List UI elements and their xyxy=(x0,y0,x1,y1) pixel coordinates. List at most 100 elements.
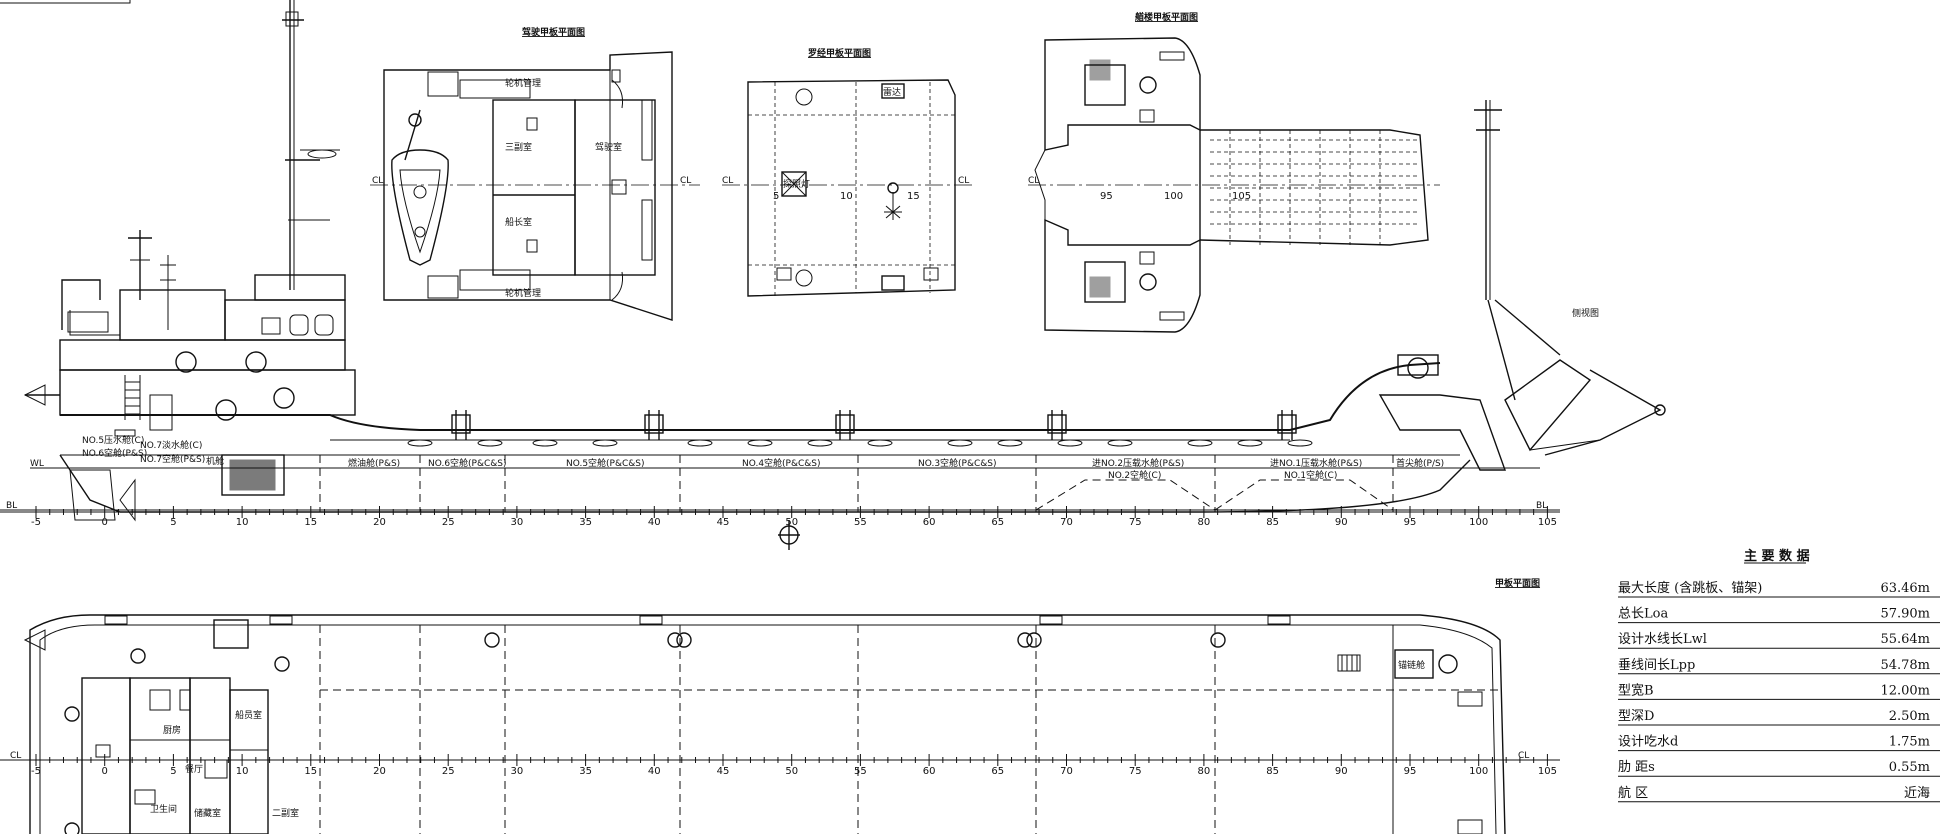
frame-tick: 5 xyxy=(773,191,779,202)
spec-value: 12.00m xyxy=(1880,683,1930,698)
frame-tick: 95 xyxy=(1100,191,1113,202)
room-label: 餐厅 xyxy=(185,763,203,775)
tank-label: NO.7淡水舱(C) xyxy=(140,439,202,451)
tank-label: 首尖舱(P/S) xyxy=(1396,457,1444,469)
room-label: 轮机管理 xyxy=(505,287,541,299)
frame-tick-label: 10 xyxy=(236,517,249,528)
frame-tick-label: 90 xyxy=(1335,517,1348,528)
tank-label: NO.5空舱(P&C&S) xyxy=(566,457,645,469)
frame-tick-label: 95 xyxy=(1404,517,1417,528)
spec-value: 2.50m xyxy=(1889,709,1930,724)
tank-label: NO.6空舱(P&S) xyxy=(82,447,147,459)
cl-label: CL xyxy=(958,176,969,186)
cl-label: CL xyxy=(1028,176,1039,186)
frame-tick-label: 90 xyxy=(1335,766,1348,777)
spec-label: 最大长度 (含跳板、锚架) xyxy=(1618,580,1762,596)
wheelhouse-deck-plan: 驾驶甲板平面图 CL CL 三副室 驾驶室 船长室 轮机管理 轮机管理 xyxy=(370,26,700,321)
frame-tick-label: 15 xyxy=(304,766,317,777)
frame-tick-label: 60 xyxy=(923,766,936,777)
table-title: 主 要 数 据 xyxy=(1744,548,1810,564)
frame-tick-label: 20 xyxy=(373,766,386,777)
tank-label: 进NO.1压载水舱(P&S) xyxy=(1270,457,1362,469)
tank-label: NO.7空舱(P&S) xyxy=(140,453,205,465)
tank-label: NO.6空舱(P&C&S) xyxy=(428,457,507,469)
spec-value: 近海 xyxy=(1904,786,1930,801)
spec-label: 设计水线长Lwl xyxy=(1618,632,1707,647)
frame-tick-label: 15 xyxy=(304,517,317,528)
frame-tick-label: 65 xyxy=(991,517,1004,528)
frame-tick-label: 0 xyxy=(102,766,108,777)
room-label: 轮机管理 xyxy=(505,77,541,89)
frame-tick-label: 85 xyxy=(1266,517,1279,528)
spec-label: 型宽B xyxy=(1618,682,1654,698)
frame-tick-label: 40 xyxy=(648,766,661,777)
spec-row: 航 区近海 xyxy=(1618,785,1940,803)
main-deck-plan: 甲板平面图 xyxy=(0,577,1560,834)
tank-label: NO.1空舱(C) xyxy=(1284,469,1337,481)
frame-tick: 15 xyxy=(907,191,920,202)
frame-tick-label: 105 xyxy=(1538,517,1557,528)
frame-tick: 105 xyxy=(1232,191,1251,202)
frame-tick-label: 85 xyxy=(1266,766,1279,777)
frame-tick-label: 10 xyxy=(236,766,249,777)
frame-tick-label: 5 xyxy=(170,517,176,528)
tank-label: NO.2空舱(C) xyxy=(1108,469,1161,481)
spec-row: 型深D 2.50m xyxy=(1618,709,1940,726)
frame-tick-label: 45 xyxy=(717,517,730,528)
waterline-label: WL xyxy=(30,459,44,469)
spec-label: 设计吃水d xyxy=(1618,734,1678,750)
midship-symbol xyxy=(778,520,800,550)
frame-tick-label: 35 xyxy=(579,517,592,528)
frame-tick-label: 55 xyxy=(854,517,867,528)
room-label: 驾驶室 xyxy=(595,141,622,153)
spec-label: 型深D xyxy=(1618,709,1654,724)
room-label: 储藏室 xyxy=(194,807,221,819)
room-label: 船长室 xyxy=(505,216,532,228)
tank-label: NO.5压水舱(C) xyxy=(82,434,144,446)
tank-label: NO.4空舱(P&C&S) xyxy=(742,457,821,469)
frame-tick-label: 100 xyxy=(1469,517,1488,528)
frame-tick-label: 95 xyxy=(1404,766,1417,777)
spec-label: 肋 距s xyxy=(1618,760,1655,775)
cl-label: CL xyxy=(10,751,21,761)
room-label: 船员室 xyxy=(235,709,262,721)
spec-row: 型宽B 12.00m xyxy=(1618,682,1940,700)
cl-label: CL xyxy=(372,176,383,186)
frame-tick-label: 75 xyxy=(1129,766,1142,777)
frame-tick-label: 30 xyxy=(511,766,524,777)
frame-tick-label: 0 xyxy=(102,517,108,528)
room-label: 二副室 xyxy=(272,807,299,819)
baseline-label-right: BL xyxy=(1536,501,1547,511)
title-block-fragment xyxy=(0,0,131,4)
frame-tick-label: 105 xyxy=(1538,766,1557,777)
frame-tick-label: 80 xyxy=(1198,517,1211,528)
frame-tick-label: 5 xyxy=(170,766,176,777)
frame-tick-label: 100 xyxy=(1469,766,1488,777)
tank-label: NO.3空舱(P&C&S) xyxy=(918,457,997,469)
frame-tick-label: 70 xyxy=(1060,766,1073,777)
frame-tick-label: 50 xyxy=(785,517,798,528)
room-label: 锚链舱 xyxy=(1398,659,1425,671)
equipment-label: 雷达 xyxy=(883,86,901,98)
frame-tick-label: 20 xyxy=(373,517,386,528)
frame-tick-label: 50 xyxy=(785,766,798,777)
room-label: 卫生间 xyxy=(150,803,177,815)
frame-tick-label: 60 xyxy=(923,517,936,528)
frame-tick-label: -5 xyxy=(31,766,41,777)
spec-row: 最大长度 (含跳板、锚架) 63.46m xyxy=(1618,580,1940,598)
room-label: 厨房 xyxy=(163,724,181,736)
tank-label: 燃油舱(P&S) xyxy=(348,457,400,469)
cl-label: CL xyxy=(680,176,691,186)
frame-tick-label: 35 xyxy=(579,766,592,777)
cl-label: CL xyxy=(722,176,733,186)
baseline-label-left: BL xyxy=(6,501,17,511)
spec-value: 63.46m xyxy=(1880,581,1930,596)
